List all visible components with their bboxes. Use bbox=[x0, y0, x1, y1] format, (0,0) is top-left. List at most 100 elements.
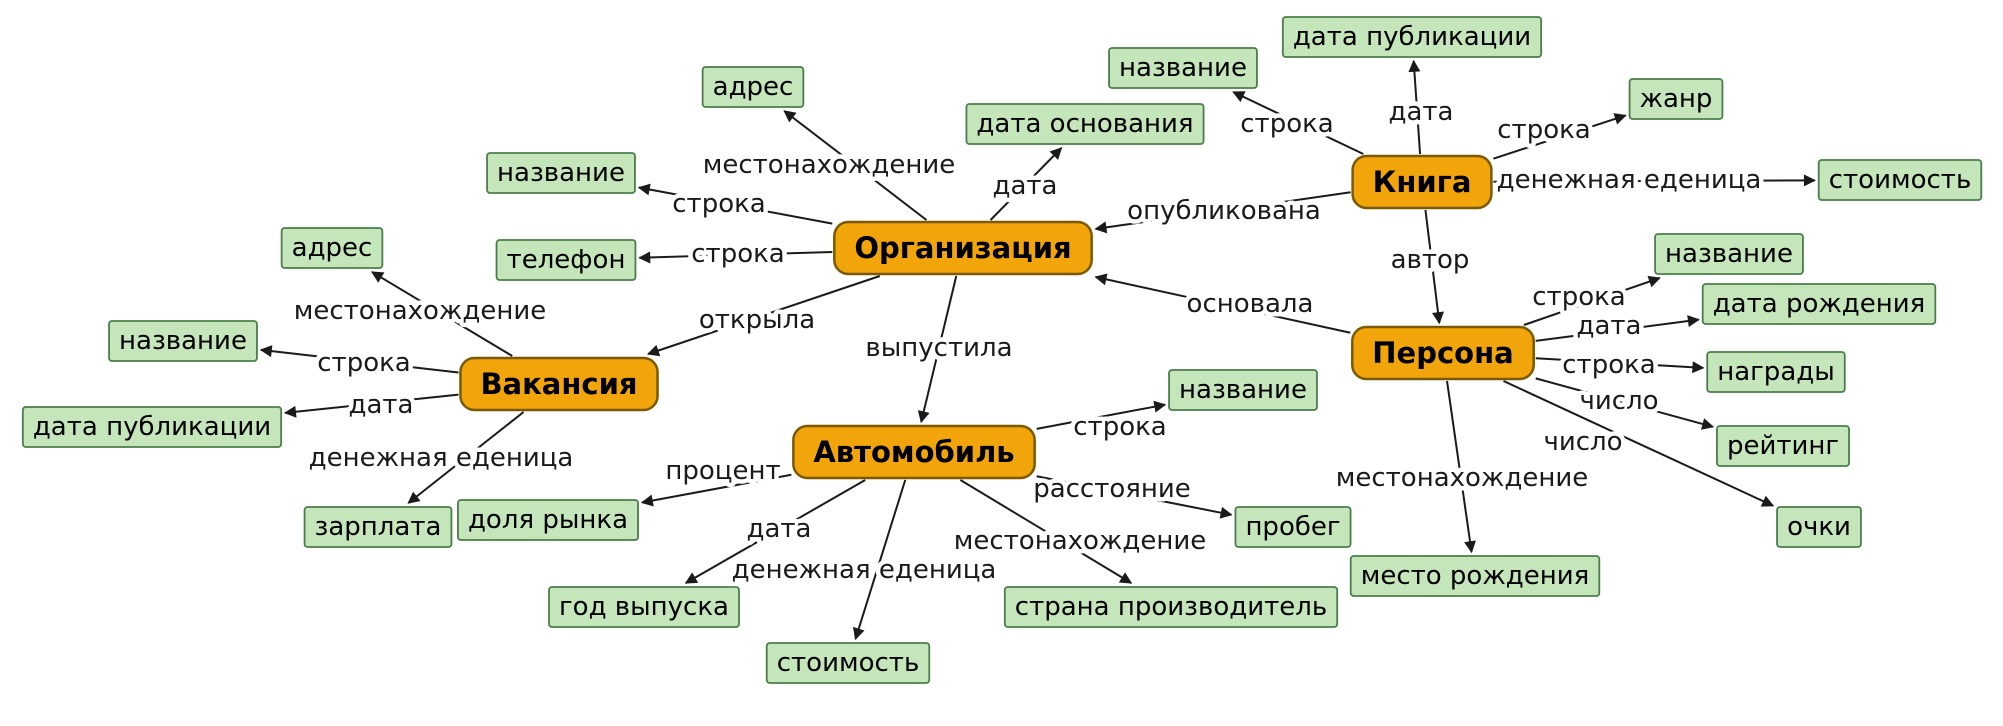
attribute-car_name[interactable]: название bbox=[1168, 369, 1318, 411]
edge-label-book-person: автор bbox=[1391, 245, 1470, 275]
edge-car-car_name bbox=[1036, 400, 1167, 430]
entity-box bbox=[792, 424, 1036, 480]
attribute-vac_publication_date[interactable]: дата публикации bbox=[21, 406, 283, 448]
attribute-per_birth_date[interactable]: дата рождения bbox=[1701, 283, 1937, 325]
attribute-label: год выпуска bbox=[559, 592, 729, 622]
edge-label-car-car_country: местонахождение bbox=[954, 526, 1206, 556]
edge-label-book-organization: опубликована bbox=[1127, 196, 1321, 226]
attribute-vac_address[interactable]: адрес bbox=[280, 227, 384, 269]
attribute-org_name[interactable]: название bbox=[486, 152, 636, 194]
attribute-car_mileage[interactable]: пробег bbox=[1234, 506, 1352, 548]
attribute-org_founding_date[interactable]: дата основания bbox=[965, 103, 1205, 145]
edge-label-car-car_mileage: расстояние bbox=[1033, 474, 1191, 504]
edge-book-book_name bbox=[1232, 91, 1364, 155]
edge-person-per_birth_date bbox=[1535, 315, 1700, 342]
attribute-car_market_share[interactable]: доля рынка bbox=[457, 499, 639, 541]
edge-car-car_price bbox=[853, 479, 907, 641]
entity-box bbox=[459, 356, 659, 412]
attribute-box bbox=[1776, 506, 1862, 548]
entity-label: Вакансия bbox=[480, 367, 637, 401]
attribute-label: стоимость bbox=[1829, 165, 1972, 195]
attribute-per_points[interactable]: очки bbox=[1776, 506, 1862, 548]
attribute-box bbox=[1706, 351, 1846, 393]
entity-car[interactable]: Автомобиль bbox=[792, 424, 1036, 480]
entity-person[interactable]: Персона bbox=[1351, 325, 1535, 381]
attribute-box bbox=[548, 586, 740, 628]
attribute-book_publication_date[interactable]: дата публикации bbox=[1281, 16, 1543, 58]
edge-label-car-car_market_share: процент bbox=[665, 456, 780, 486]
edge-label-book-book_genre: строка bbox=[1497, 115, 1591, 145]
edge-person-organization bbox=[1094, 273, 1351, 334]
edge-label-car-car_name: строка bbox=[1073, 412, 1167, 442]
edge-car-car_market_share bbox=[640, 473, 792, 507]
edge-organization-org_phone bbox=[638, 250, 833, 264]
attribute-label: адрес bbox=[713, 72, 794, 102]
attribute-box bbox=[1716, 425, 1850, 467]
attribute-box bbox=[1628, 78, 1724, 120]
attribute-label: телефон bbox=[507, 245, 626, 275]
attribute-book_name[interactable]: название bbox=[1108, 47, 1258, 89]
attribute-label: рейтинг bbox=[1727, 431, 1839, 461]
entity-label: Персона bbox=[1372, 336, 1513, 370]
edge-car-car_country bbox=[959, 479, 1133, 584]
attribute-label: название bbox=[1179, 375, 1307, 405]
attribute-label: название bbox=[497, 158, 625, 188]
edge-label-organization-org_name: строка bbox=[672, 189, 766, 219]
attribute-label: очки bbox=[1787, 512, 1851, 542]
attribute-label: доля рынка bbox=[468, 505, 628, 535]
edge-book-book_publication_date bbox=[1408, 59, 1422, 155]
attribute-box bbox=[1654, 233, 1804, 275]
entity-label: Организация bbox=[854, 231, 1071, 265]
edge-label-organization-org_founding_date: дата bbox=[993, 171, 1058, 201]
attribute-car_year[interactable]: год выпуска bbox=[548, 586, 740, 628]
attribute-box bbox=[1003, 586, 1339, 628]
attribute-per_name[interactable]: название bbox=[1654, 233, 1804, 275]
edge-label-vacancy-vac_address: местонахождение bbox=[294, 296, 546, 326]
attribute-label: пробег bbox=[1245, 512, 1340, 542]
attribute-box bbox=[495, 239, 637, 281]
attribute-label: страна производитель bbox=[1015, 592, 1327, 622]
entity-vacancy[interactable]: Вакансия bbox=[459, 356, 659, 412]
edge-book-book_price bbox=[1493, 174, 1816, 187]
edge-organization-org_address bbox=[783, 110, 928, 221]
edge-label-book-book_publication_date: дата bbox=[1389, 97, 1454, 127]
attribute-box bbox=[280, 227, 384, 269]
attribute-box bbox=[1168, 369, 1318, 411]
attribute-book_genre[interactable]: жанр bbox=[1628, 78, 1724, 120]
edge-book-organization bbox=[1094, 191, 1351, 234]
attribute-label: название bbox=[1119, 53, 1247, 83]
attribute-car_country[interactable]: страна производитель bbox=[1003, 586, 1339, 628]
attribute-vac_name[interactable]: название bbox=[108, 320, 258, 362]
attribute-vac_salary[interactable]: зарплата bbox=[303, 506, 453, 548]
entity-book[interactable]: Книга bbox=[1351, 154, 1493, 210]
attribute-per_awards[interactable]: награды bbox=[1706, 351, 1846, 393]
edge-label-organization-vacancy: открыла bbox=[699, 305, 815, 335]
edge-person-per_name bbox=[1523, 275, 1661, 326]
attribute-book_price[interactable]: стоимость bbox=[1817, 159, 1983, 201]
attribute-label: дата публикации bbox=[33, 412, 271, 442]
attribute-per_rating[interactable]: рейтинг bbox=[1716, 425, 1850, 467]
edge-vacancy-vac_publication_date bbox=[283, 393, 459, 418]
attribute-box bbox=[965, 103, 1205, 145]
attribute-org_phone[interactable]: телефон bbox=[495, 239, 637, 281]
edge-label-person-per_birth_date: дата bbox=[1577, 311, 1642, 341]
attribute-box bbox=[108, 320, 258, 362]
attribute-per_birth_place[interactable]: место рождения bbox=[1349, 555, 1601, 597]
attribute-box bbox=[1108, 47, 1258, 89]
edge-label-person-organization: основала bbox=[1187, 289, 1314, 319]
edge-label-person-per_awards: строка bbox=[1562, 350, 1656, 380]
attribute-org_address[interactable]: адрес bbox=[701, 66, 805, 108]
edge-car-car_mileage bbox=[1036, 475, 1233, 519]
attribute-box bbox=[765, 642, 931, 684]
entity-box bbox=[833, 220, 1093, 276]
entity-organization[interactable]: Организация bbox=[833, 220, 1093, 276]
edge-person-per_birth_place bbox=[1446, 380, 1476, 554]
edge-vacancy-vac_address bbox=[371, 271, 513, 357]
attribute-label: название bbox=[1665, 239, 1793, 269]
edge-label-person-per_birth_place: местонахождение bbox=[1336, 463, 1588, 493]
attribute-car_price[interactable]: стоимость bbox=[765, 642, 931, 684]
attribute-label: место рождения bbox=[1361, 561, 1590, 591]
edge-person-per_rating bbox=[1535, 377, 1715, 430]
attribute-label: стоимость bbox=[777, 648, 920, 678]
